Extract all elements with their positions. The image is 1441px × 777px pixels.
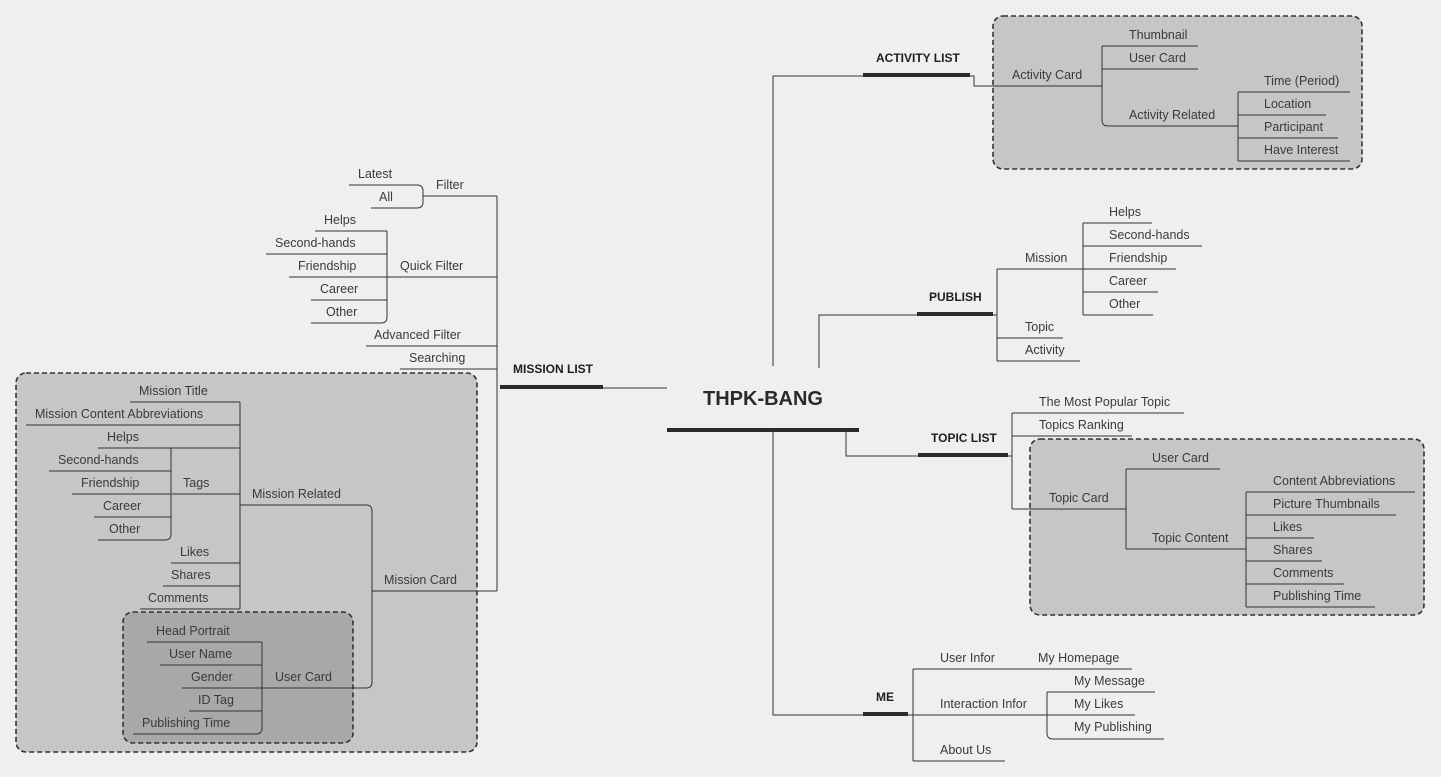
mission-content-abbreviations[interactable]: Mission Content Abbreviations — [35, 407, 203, 421]
quick-filter-friendship[interactable]: Friendship — [298, 259, 356, 273]
about-us[interactable]: About Us — [940, 743, 991, 757]
connector-activity-list — [772, 75, 863, 366]
activity-list-title: ACTIVITY LIST — [876, 51, 960, 65]
publish-mission-label[interactable]: Mission — [1025, 251, 1067, 265]
connector-me — [772, 430, 863, 716]
activity-location[interactable]: Location — [1264, 97, 1311, 111]
filter-label[interactable]: Filter — [436, 178, 464, 192]
interaction-infor-label[interactable]: Interaction Infor — [940, 697, 1027, 711]
tags-label[interactable]: Tags — [183, 476, 209, 490]
advanced-filter[interactable]: Advanced Filter — [374, 328, 461, 342]
quick-filter-career[interactable]: Career — [320, 282, 358, 296]
publish-topic[interactable]: Topic — [1025, 320, 1054, 334]
me-title: ME — [876, 690, 894, 704]
tag-second-hands[interactable]: Second-hands — [58, 453, 139, 467]
topic-shares[interactable]: Shares — [1273, 543, 1313, 557]
user-name[interactable]: User Name — [169, 647, 232, 661]
my-message[interactable]: My Message — [1074, 674, 1145, 688]
publish-activity[interactable]: Activity — [1025, 343, 1065, 357]
topic-picture-thumbnails[interactable]: Picture Thumbnails — [1273, 497, 1380, 511]
id-tag[interactable]: ID Tag — [198, 693, 234, 707]
publish-second-hands[interactable]: Second-hands — [1109, 228, 1190, 242]
activity-card-group — [992, 15, 1363, 170]
activity-thumbnail[interactable]: Thumbnail — [1129, 28, 1187, 42]
publish-helps[interactable]: Helps — [1109, 205, 1141, 219]
mission-title[interactable]: Mission Title — [139, 384, 208, 398]
activity-card-label[interactable]: Activity Card — [1012, 68, 1082, 82]
topic-comments[interactable]: Comments — [1273, 566, 1333, 580]
user-infor-label[interactable]: User Infor — [940, 651, 995, 665]
tag-helps[interactable]: Helps — [107, 430, 139, 444]
quick-filter-helps[interactable]: Helps — [324, 213, 356, 227]
activity-have-interest[interactable]: Have Interest — [1264, 143, 1339, 157]
topic-card-label[interactable]: Topic Card — [1049, 491, 1109, 505]
user-card-group — [122, 611, 354, 744]
most-popular-topic[interactable]: The Most Popular Topic — [1039, 395, 1170, 409]
filter-latest[interactable]: Latest — [358, 167, 393, 181]
mission-comments[interactable]: Comments — [148, 591, 208, 605]
tag-other[interactable]: Other — [109, 522, 140, 536]
mission-card-label[interactable]: Mission Card — [384, 573, 457, 587]
topic-content-label[interactable]: Topic Content — [1152, 531, 1229, 545]
publish-title: PUBLISH — [929, 290, 982, 304]
activity-user-card[interactable]: User Card — [1129, 51, 1186, 65]
my-homepage[interactable]: My Homepage — [1038, 651, 1119, 665]
mission-likes[interactable]: Likes — [180, 545, 209, 559]
topics-ranking[interactable]: Topics Ranking — [1039, 418, 1124, 432]
filter-all[interactable]: All — [379, 190, 393, 204]
mission-list-title: MISSION LIST — [513, 362, 594, 376]
mission-shares[interactable]: Shares — [171, 568, 211, 582]
quick-filter-label[interactable]: Quick Filter — [400, 259, 463, 273]
topic-card-group — [1029, 438, 1425, 616]
quick-filter-other[interactable]: Other — [326, 305, 357, 319]
publish-other[interactable]: Other — [1109, 297, 1140, 311]
my-likes[interactable]: My Likes — [1074, 697, 1123, 711]
mission-user-card-label[interactable]: User Card — [275, 670, 332, 684]
topic-publishing-time[interactable]: Publishing Time — [1273, 589, 1361, 603]
root-title: THPK-BANG — [703, 388, 823, 410]
topic-likes[interactable]: Likes — [1273, 520, 1302, 534]
head-portrait[interactable]: Head Portrait — [156, 624, 230, 638]
mission-publishing-time[interactable]: Publishing Time — [142, 716, 230, 730]
activity-participant[interactable]: Participant — [1264, 120, 1324, 134]
quick-filter-second-hands[interactable]: Second-hands — [275, 236, 356, 250]
connector-publish — [818, 314, 917, 368]
searching[interactable]: Searching — [409, 351, 465, 365]
mission-related-label[interactable]: Mission Related — [252, 487, 341, 501]
connector-topic-list — [845, 430, 918, 457]
publish-career[interactable]: Career — [1109, 274, 1147, 288]
tag-career[interactable]: Career — [103, 499, 141, 513]
topic-content-abbreviations[interactable]: Content Abbreviations — [1273, 474, 1395, 488]
topic-user-card[interactable]: User Card — [1152, 451, 1209, 465]
activity-time-period[interactable]: Time (Period) — [1264, 74, 1339, 88]
my-publishing[interactable]: My Publishing — [1074, 720, 1152, 734]
gender[interactable]: Gender — [191, 670, 233, 684]
publish-friendship[interactable]: Friendship — [1109, 251, 1167, 265]
topic-list-title: TOPIC LIST — [931, 431, 997, 445]
tag-friendship[interactable]: Friendship — [81, 476, 139, 490]
activity-related-label[interactable]: Activity Related — [1129, 108, 1215, 122]
